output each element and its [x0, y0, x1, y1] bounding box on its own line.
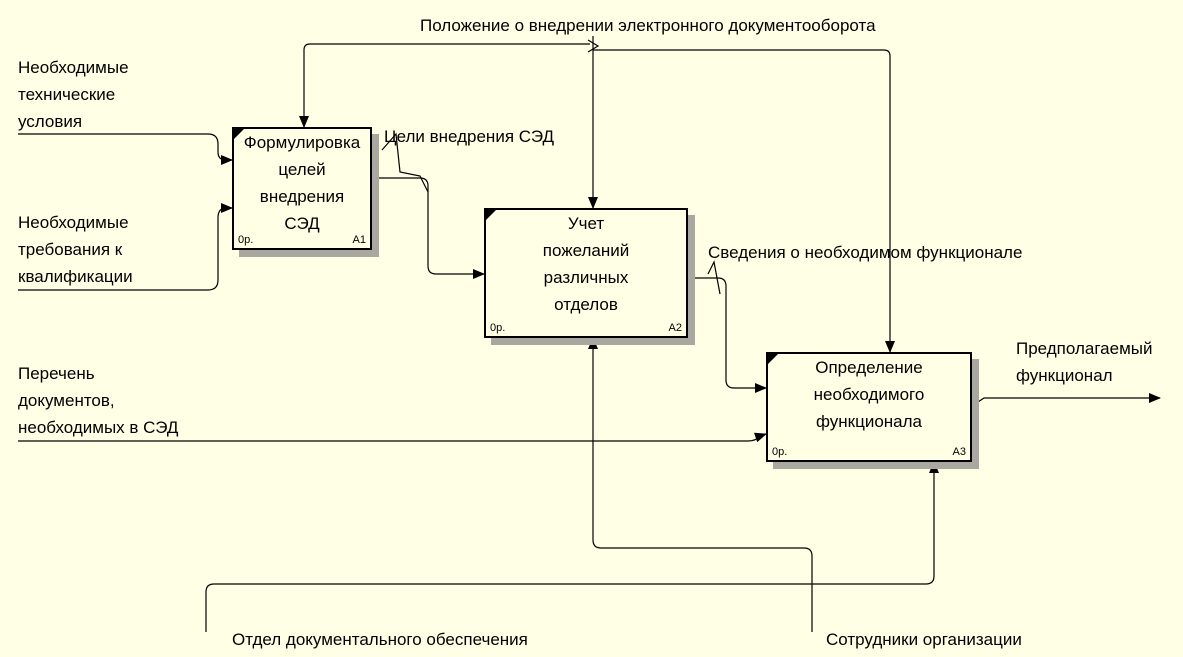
box-a3-title: Определение необходимого функционала	[813, 358, 925, 431]
arrow-a2-to-a3	[688, 277, 767, 393]
label-functional-info: Сведения о необходимом функционале	[708, 243, 1023, 262]
box-corner-marker	[234, 129, 244, 139]
arrow-a1-to-a2	[372, 177, 485, 279]
box-a3-number: A3	[952, 446, 966, 458]
box-a1-title: Формулировка целей внедрения СЭД	[243, 133, 361, 233]
activity-box-a1[interactable]: Формулировка целей внедрения СЭД 0р. A1	[232, 127, 372, 250]
functional-squiggle	[707, 260, 721, 295]
box-a1-number: A1	[352, 234, 366, 246]
activity-box-a3[interactable]: Определение необходимого функционала 0р.…	[766, 352, 972, 462]
box-a3-cost: 0р.	[772, 446, 788, 458]
box-corner-marker	[486, 210, 496, 220]
label-input-qual: Необходимые требования к квалификации	[18, 213, 133, 286]
arrow-input-tech	[18, 133, 233, 165]
arrow-mech-docs-dept	[205, 461, 939, 632]
box-a2-title: Учет пожеланий различных отделов	[542, 214, 630, 314]
box-a2-number: A2	[668, 322, 682, 334]
arrow-control-to-a3	[593, 49, 895, 353]
goals-squiggle	[381, 132, 429, 193]
control-squiggle	[587, 39, 600, 53]
arrow-mech-staff	[588, 337, 813, 632]
box-a1-cost: 0р.	[238, 234, 254, 246]
activity-box-a2[interactable]: Учет пожеланий различных отделов 0р. A2	[484, 208, 688, 338]
arrow-control-to-a1	[299, 43, 590, 128]
label-input-docs: Перечень документов, необходимых в СЭД	[18, 364, 179, 437]
label-control-top: Положение о внедрении электронного докум…	[420, 16, 876, 35]
label-goals: Цели внедрения СЭД	[384, 127, 554, 146]
label-input-tech: Необходимые технические условия	[18, 58, 129, 131]
arrow-input-qual	[18, 203, 233, 291]
box-a2-cost: 0р.	[490, 322, 506, 334]
label-mech-staff: Сотрудники организации	[826, 630, 1022, 649]
label-mech-docs-dept: Отдел документального обеспечения	[232, 630, 528, 649]
arrow-output	[971, 393, 1161, 407]
label-output: Предполагаемый функционал	[1016, 339, 1153, 385]
arrow-input-docs	[18, 432, 767, 443]
box-corner-marker	[768, 354, 778, 364]
